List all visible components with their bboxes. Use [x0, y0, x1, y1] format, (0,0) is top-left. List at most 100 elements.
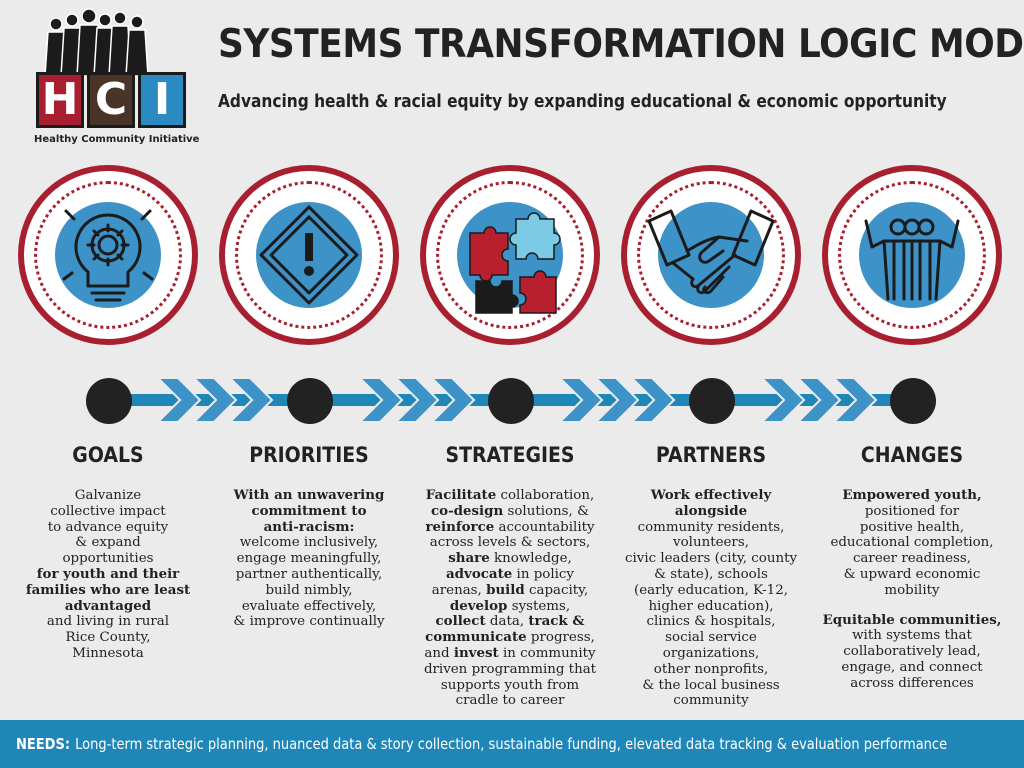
timeline-node-goals [86, 378, 132, 424]
desc-text-run: accountability [494, 519, 595, 535]
desc-text-run: with systems that [852, 628, 972, 644]
raised-hands-group-icon [864, 218, 960, 301]
desc-text-run: systems, [507, 598, 571, 614]
desc-text-run: collaboratively lead, [843, 644, 981, 660]
desc-line: Minnesota [8, 646, 208, 662]
desc-line: engage meaningfully, [209, 551, 409, 567]
desc-text-run: & state), schools [654, 566, 768, 582]
desc-line: career readiness, [812, 551, 1012, 567]
hci-logo: H C I Healthy Community Initiative [30, 8, 200, 148]
desc-line: collective impact [8, 504, 208, 520]
desc-line: commitment to [209, 502, 409, 520]
desc-text-run: positioned for [864, 503, 960, 519]
desc-text-run: educational completion, [830, 535, 994, 551]
desc-line: across levels & sectors, [410, 535, 610, 551]
desc-text-run: partner authentically, [235, 566, 383, 582]
desc-line: & improve continually [209, 614, 409, 630]
desc-text-run: higher education), [648, 598, 774, 614]
desc-text-run: Equitable communities, [822, 611, 1002, 628]
desc-line: advocate in policy [410, 566, 610, 583]
desc-text-run: data, [485, 614, 529, 630]
desc-text-run: in policy [512, 566, 574, 582]
desc-line: positive health, [812, 520, 1012, 536]
desc-text-run: collective impact [50, 503, 166, 519]
desc-line: evaluate effectively, [209, 599, 409, 615]
desc-line: for youth and their [8, 565, 208, 583]
heading-strategies: STRATEGIES [445, 443, 575, 467]
handshake-icon [647, 209, 775, 295]
desc-line: community [611, 693, 811, 709]
desc-text-run: solutions, & [503, 503, 589, 519]
desc-line: Galvanize [8, 488, 208, 504]
desc-text-run: positive health, [859, 519, 965, 535]
desc-text-run: evaluate effectively, [241, 598, 377, 614]
heading-priorities: PRIORITIES [249, 443, 369, 467]
desc-text-run: volunteers, [673, 535, 749, 551]
desc-text-run: social service [665, 630, 757, 646]
desc-text-run: alongside [674, 502, 748, 519]
desc-text-run: commitment to [251, 502, 367, 519]
desc-text-run: Work effectively [650, 487, 772, 503]
desc-text-run: and [424, 645, 454, 661]
desc-line: to advance equity [8, 520, 208, 536]
desc-text-run: knowledge, [489, 551, 572, 567]
desc-text-run: Minnesota [72, 645, 144, 661]
desc-line: cradle to career [410, 693, 610, 709]
desc-text-run: and living in rural [46, 614, 170, 630]
desc-line: opportunities [8, 551, 208, 567]
needs-label: NEEDS: [16, 735, 71, 753]
desc-line: positioned for [812, 504, 1012, 520]
desc-line: build nimbly, [209, 583, 409, 599]
desc-line: welcome inclusively, [209, 535, 409, 551]
desc-line: co-design solutions, & [410, 503, 610, 520]
desc-line: collaboratively lead, [812, 644, 1012, 660]
partners-circle [621, 165, 801, 345]
desc-text-run: engage, and connect [841, 659, 983, 675]
desc-line: Rice County, [8, 630, 208, 646]
desc-text-run: track & [528, 613, 585, 630]
desc-line: develop systems, [410, 598, 610, 615]
desc-line: share knowledge, [410, 550, 610, 567]
desc-text-run: invest [453, 644, 499, 661]
desc-line: community residents, [611, 520, 811, 536]
desc-text-run: in community [498, 645, 596, 661]
desc-text-run: build [486, 581, 525, 598]
desc-line: organizations, [611, 646, 811, 662]
desc-line: reinforce accountability [410, 519, 610, 536]
desc-text-run: welcome inclusively, [239, 535, 379, 551]
desc-text-run: for youth and their [36, 565, 180, 582]
desc-text-run: anti-racism: [263, 518, 355, 535]
chevron-arrows [155, 377, 878, 423]
desc-text-run: capacity, [524, 582, 589, 598]
desc-line: & upward economic [812, 567, 1012, 583]
desc-line: mobility [812, 583, 1012, 599]
desc-text-run: Rice County, [65, 630, 151, 646]
desc-text-run: across levels & sectors, [429, 535, 591, 551]
desc-text-run: community residents, [637, 519, 785, 535]
desc-line: advantaged [8, 597, 208, 615]
desc-line: With an unwavering [209, 487, 409, 504]
desc-text-run: Galvanize [74, 488, 142, 503]
desc-line: driven programming that [410, 662, 610, 678]
desc-text-run: organizations, [662, 645, 760, 661]
desc-text-run: progress, [526, 630, 595, 646]
needs-text: Long-term strategic planning, nuanced da… [75, 735, 948, 753]
desc-line: with systems that [812, 628, 1012, 644]
desc-text-run: cradle to career [455, 693, 565, 709]
desc-text-run: advantaged [64, 597, 152, 614]
desc-line: volunteers, [611, 535, 811, 551]
desc-text-run: Empowered youth, [842, 487, 982, 503]
desc-text-run: engage meaningfully, [236, 551, 382, 567]
desc-text-run: to advance equity [47, 519, 169, 535]
desc-text-run: build nimbly, [265, 582, 353, 598]
desc-text-run: families who are least [25, 581, 191, 598]
desc-line: and living in rural [8, 614, 208, 630]
desc-text-run: across differences [850, 675, 974, 691]
desc-line: Facilitate collaboration, [410, 487, 610, 504]
desc-text-run: opportunities [62, 551, 154, 567]
puzzle-pieces-icon [469, 212, 561, 314]
people-silhouettes-icon [44, 8, 149, 76]
